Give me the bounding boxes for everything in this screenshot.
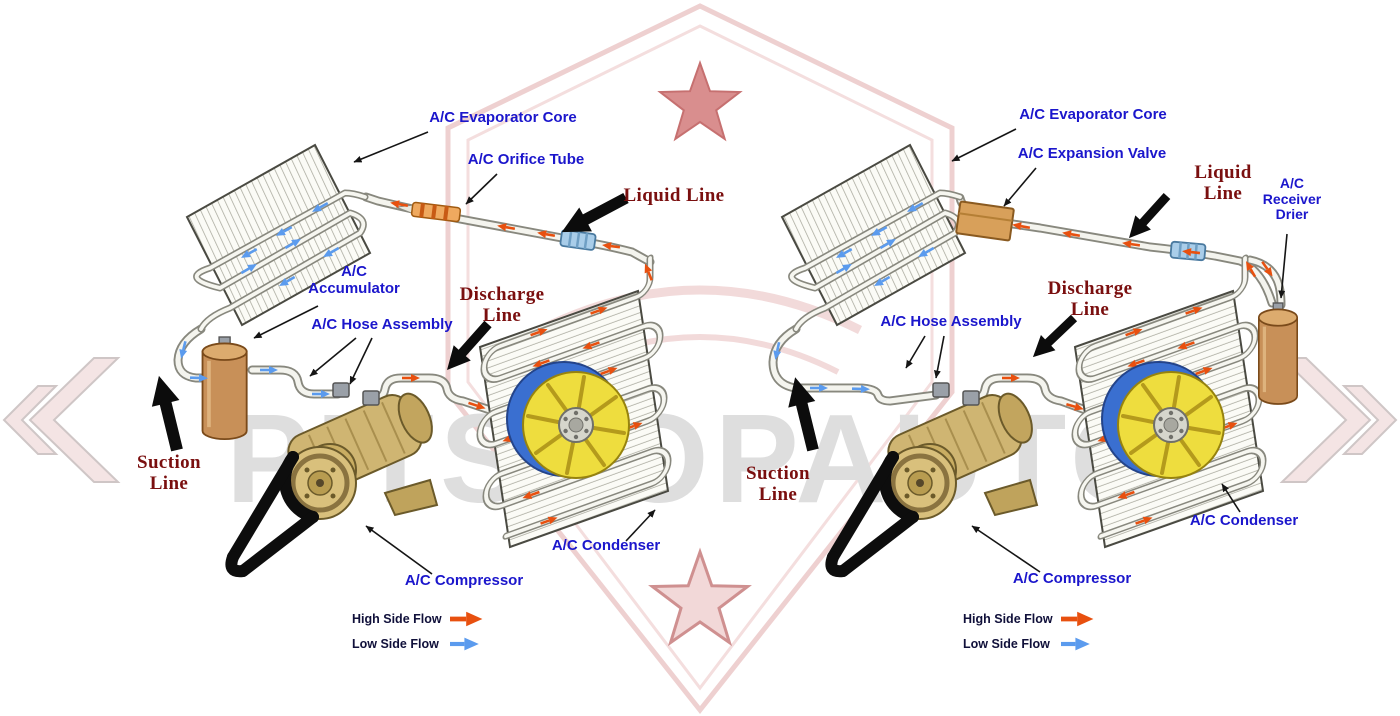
condenser-label-left: A/C Condenser: [551, 537, 661, 554]
suction-line-label-right-line2: Line: [758, 483, 798, 505]
discharge-line-label-right-line1: Discharge: [1047, 278, 1133, 299]
watermark-star-bottom: [648, 547, 752, 647]
suction-line-label-right: Suction Line: [745, 463, 811, 506]
hose-assembly-label-right: A/C Hose Assembly: [880, 313, 1022, 330]
condenser-label-right: A/C Condenser: [1189, 512, 1299, 529]
accumulator-label: A/C Accumulator: [308, 263, 400, 298]
liquid-line-fitting-left: [558, 228, 598, 252]
receiver-drier-label-line1: A/C: [1279, 175, 1305, 191]
label-arrows-right: [905, 128, 1288, 573]
legend-low-right: Low Side Flow: [963, 637, 1050, 651]
watermark-star-top: [657, 60, 743, 142]
evaporator-core-label-right: A/C Evaporator Core: [1019, 106, 1167, 123]
legend-low-text-left: Low Side Flow: [352, 637, 439, 651]
legend-low-arrow-left: [450, 638, 479, 651]
compressor-label-right: A/C Compressor: [1012, 570, 1132, 587]
hose-assembly-label-left: A/C Hose Assembly: [311, 316, 453, 333]
legend-high-arrow-right: [1061, 612, 1093, 626]
liquid-line-label-right: Liquid Line: [1194, 162, 1252, 205]
suction-line-label-left-line2: Line: [149, 472, 189, 494]
legend-low-text-right: Low Side Flow: [963, 637, 1050, 651]
expansion-valve-label: A/C Expansion Valve: [1017, 145, 1167, 162]
suction-line-label-right-line1: Suction: [745, 463, 811, 484]
suction-line-label-left: Suction Line: [136, 452, 202, 495]
discharge-line-label-right-line2: Line: [1070, 298, 1110, 320]
liquid-line-label-right-line2: Line: [1203, 182, 1243, 204]
discharge-line-label-left-line2: Line: [482, 304, 522, 326]
accumulator-left: [200, 335, 249, 441]
liquid-line-arrow-right: [1121, 188, 1175, 246]
watermark-chevrons-right: [1279, 357, 1398, 483]
legend-low-left: Low Side Flow: [352, 637, 439, 651]
orifice-tube-left: [396, 201, 462, 223]
evaporator-core-label-left: A/C Evaporator Core: [429, 109, 577, 126]
compressor-label-left: A/C Compressor: [404, 572, 524, 589]
legend-high-text-right: High Side Flow: [963, 612, 1053, 626]
discharge-line-label-left-line1: Discharge: [459, 284, 545, 305]
receiver-drier-label-line2: Receiver: [1262, 190, 1322, 207]
legend-high-right: High Side Flow: [963, 612, 1053, 626]
liquid-line-label-left: Liquid Line: [623, 185, 725, 206]
legend-high-arrow-left: [450, 612, 482, 626]
watermark-chevrons-left: [2, 357, 121, 483]
suction-line-label-left-line1: Suction: [136, 452, 202, 473]
left-diagram: [145, 131, 668, 651]
receiver-drier-label-line3: Drier: [1275, 206, 1309, 223]
expansion-valve-right: [955, 200, 1015, 242]
evaporator-core-right: [782, 145, 965, 329]
receiver-drier-label: A/C Receiver Drier: [1262, 175, 1322, 223]
orifice-tube-label: A/C Orifice Tube: [467, 151, 585, 168]
legend-low-arrow-right: [1061, 638, 1090, 651]
label-arrows-left: [253, 131, 656, 575]
suction-line-arrow-left: [145, 372, 191, 454]
receiver-drier-right: [1256, 301, 1300, 406]
accumulator-label-line2: Accumulator: [308, 279, 400, 297]
legend-high-left: High Side Flow: [352, 612, 442, 626]
discharge-line-label-right: Discharge Line: [1047, 278, 1133, 321]
liquid-line-label-right-line1: Liquid: [1194, 162, 1252, 183]
discharge-line-label-left: Discharge Line: [459, 284, 545, 327]
legend-high-text-left: High Side Flow: [352, 612, 442, 626]
evaporator-core-left: [187, 145, 370, 329]
accumulator-label-line1: A/C: [341, 263, 367, 280]
right-diagram: [771, 128, 1300, 651]
